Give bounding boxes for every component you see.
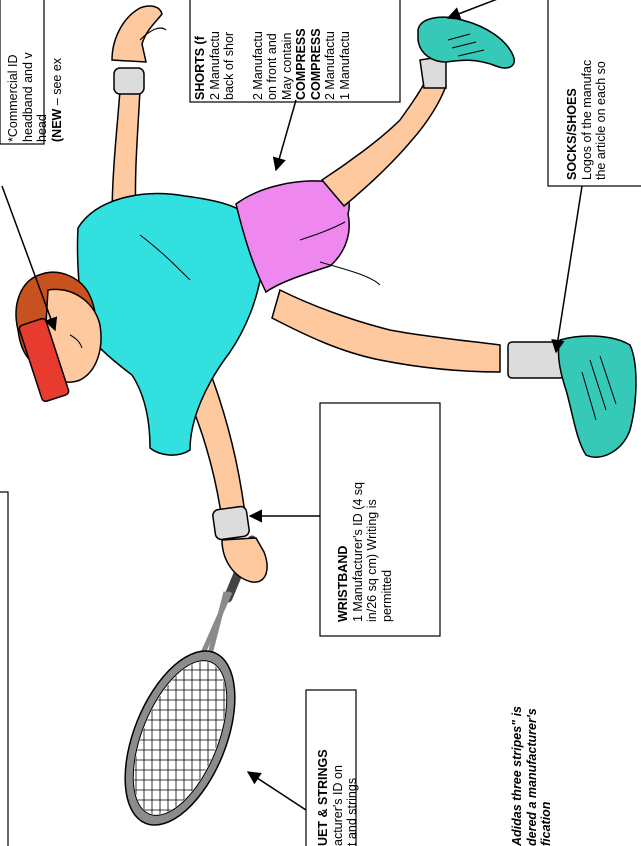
racquet-line1: acturer's ID on [331, 749, 346, 846]
arrow-shorts [276, 100, 296, 170]
bottom-shoe [558, 336, 636, 457]
wristband-line3: permitted [380, 482, 395, 622]
shorts-line2: back of shor [222, 28, 237, 100]
callout-arrows [2, 0, 582, 810]
wristband-line2: in/26 sq cm) Writing is [365, 482, 380, 622]
shorts-line6: COMPRESS [294, 28, 309, 100]
racquet-title: UET & STRINGS [316, 749, 331, 846]
adidas-note-line1: Adidas three stripes" is [510, 706, 525, 846]
socks-line1: Logos of the manufac [580, 60, 595, 180]
right-wristband [114, 68, 144, 94]
socks-text: SOCKS/SHOES Logos of the manufac the art… [565, 60, 609, 180]
socks-title: SOCKS/SHOES [565, 60, 580, 180]
shorts-line8: 2 Manufactu [323, 28, 338, 100]
head-note-text: *Commercial ID headband and v head (NEW … [6, 52, 64, 142]
shirt [77, 194, 262, 456]
head-note-line2: headband and v [21, 52, 36, 142]
shorts-title: SHORTS (f [193, 28, 208, 100]
racquet-text: UET & STRINGS acturer's ID on t and stri… [316, 749, 360, 846]
shorts-line4: on front and [265, 28, 280, 100]
left-frame-box [0, 492, 8, 846]
adidas-note-line3: fication [539, 706, 554, 846]
right-arm [112, 6, 166, 218]
left-wristband [212, 506, 250, 540]
racquet [103, 540, 257, 841]
head [16, 272, 101, 402]
wristband-text: WRISTBAND 1 Manufacturer's ID (4 sq in/2… [336, 482, 394, 622]
shorts-line5: May contain [280, 28, 295, 100]
wristband-line1: 1 Manufacturer's ID (4 sq [351, 482, 366, 622]
arrow-shoe [448, 0, 500, 18]
shorts-line9: 1 Manufactu [338, 28, 353, 100]
racquet-line2: t and strings [345, 749, 360, 846]
wristband-title: WRISTBAND [336, 482, 351, 622]
head-note-line1: *Commercial ID [6, 52, 21, 142]
head-note-line3: head [35, 52, 50, 142]
adidas-note: Adidas three stripes" is dered a manufac… [510, 706, 554, 846]
arrow-sock [556, 186, 582, 352]
shorts-line3: 2 Manufactu [251, 28, 266, 100]
head-note-new-label: (NEW [50, 109, 64, 142]
adidas-note-line2: dered a manufacturer's [525, 706, 540, 846]
socks-line2: the article on each so [594, 60, 609, 180]
head-note-line4: – see ex [50, 58, 64, 109]
shorts-text: SHORTS (f 2 Manufactu back of shor 2 Man… [193, 28, 352, 100]
arrow-racquet [248, 772, 306, 810]
shorts-line1: 2 Manufactu [208, 28, 223, 100]
shorts-line7: COMPRESS [309, 28, 324, 100]
